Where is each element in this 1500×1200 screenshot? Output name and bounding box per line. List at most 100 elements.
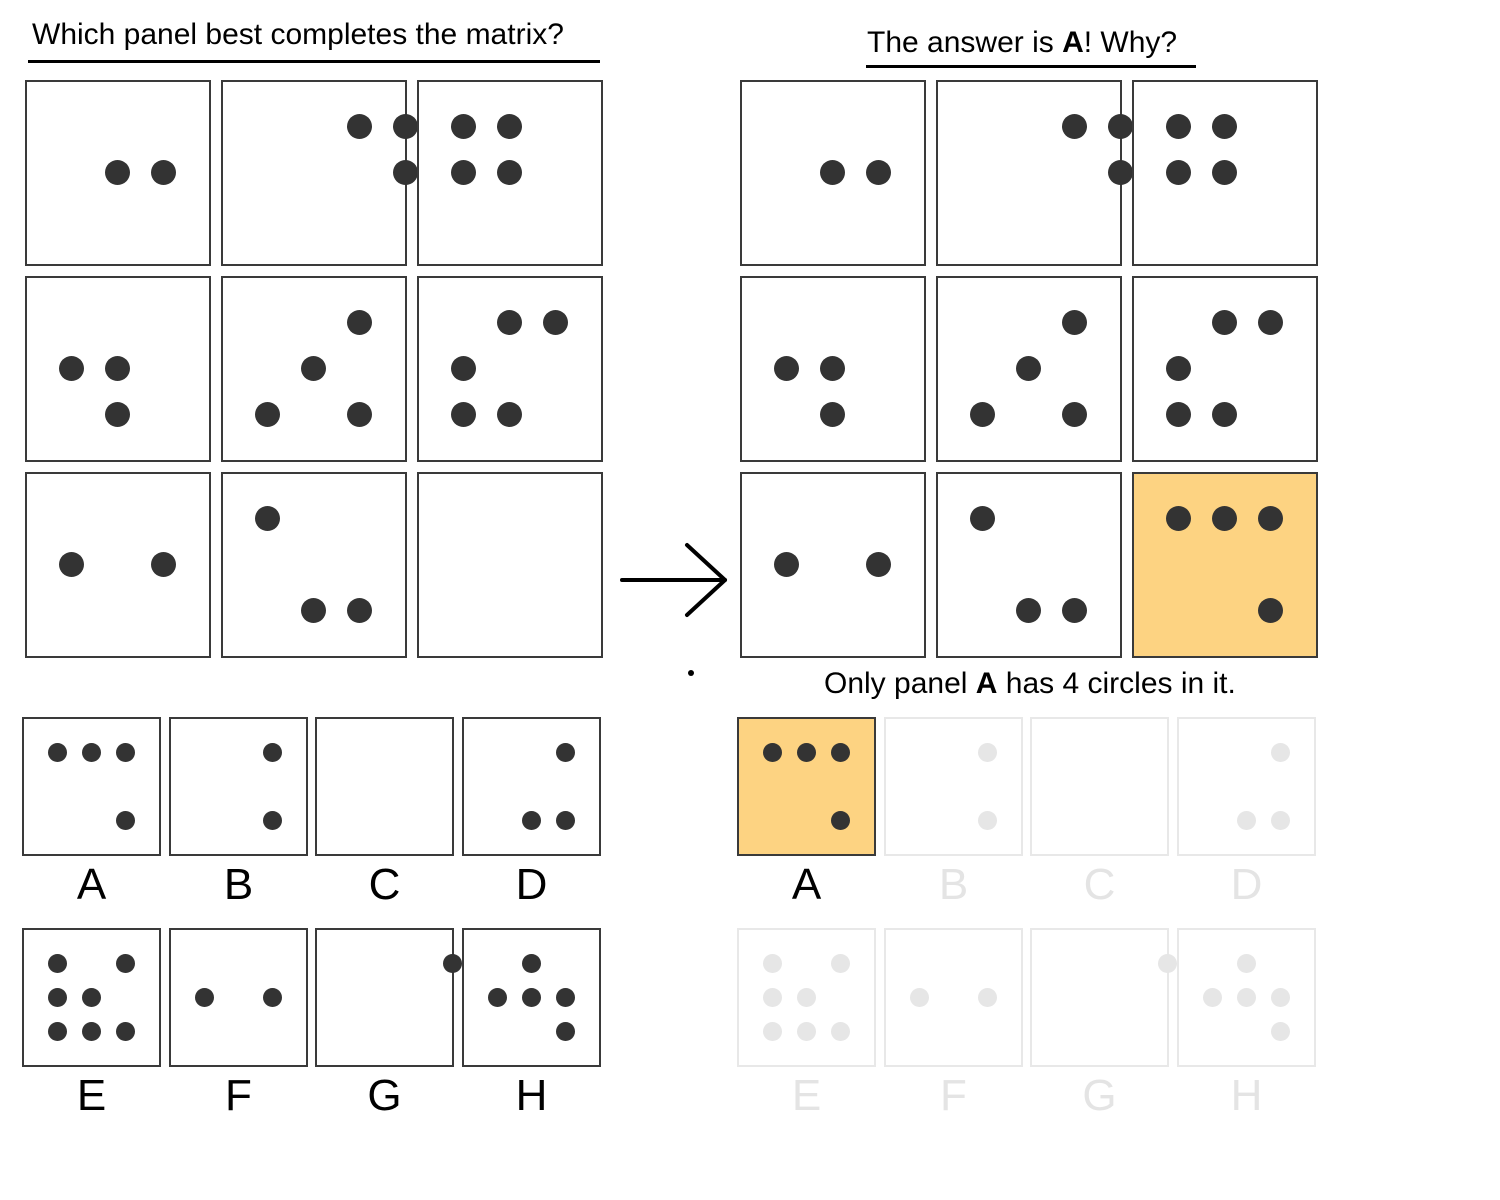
- circle-dot: [830, 810, 850, 830]
- right-option-g: [1030, 928, 1177, 1067]
- circle-dot: [969, 401, 995, 427]
- right-option-c: [1030, 717, 1169, 856]
- left-option-label-a: A: [76, 860, 107, 909]
- circle-dot: [1165, 401, 1191, 427]
- circle-dot: [47, 987, 67, 1007]
- right-option-label-d: D: [1230, 860, 1263, 909]
- circle-dot: [58, 551, 84, 577]
- right-matrix-cell-8: [936, 472, 1122, 658]
- circle-dot: [104, 159, 130, 185]
- circle-dot: [555, 1021, 575, 1041]
- right-option-d: [1177, 717, 1316, 856]
- circle-dot: [773, 551, 799, 577]
- circle-dot: [1165, 113, 1191, 139]
- circle-dot: [969, 505, 995, 531]
- arrow-right-icon: [620, 543, 727, 617]
- circle-dot: [1236, 810, 1256, 830]
- right-matrix-cell-1: [740, 80, 926, 266]
- circle-dot: [300, 597, 326, 623]
- circle-dot: [496, 113, 522, 139]
- circle-dot: [194, 987, 214, 1007]
- circle-dot: [830, 1021, 850, 1041]
- answer-letter: A: [1062, 26, 1084, 59]
- circle-dot: [1107, 113, 1133, 139]
- right-option-label-f: F: [940, 1071, 967, 1120]
- left-option-e: [22, 928, 161, 1067]
- left-option-label-f: F: [225, 1071, 252, 1120]
- right-option-a: [737, 717, 876, 856]
- circle-dot: [1211, 159, 1237, 185]
- left-matrix-cell-1: [25, 80, 211, 266]
- circle-dot: [346, 113, 372, 139]
- right-option-label-e: E: [791, 1071, 822, 1120]
- answer-heading: The answer is A! Why?: [867, 28, 1177, 58]
- circle-dot: [796, 1021, 816, 1041]
- circle-dot: [47, 1021, 67, 1041]
- circle-dot: [1236, 953, 1256, 973]
- circle-dot: [762, 987, 782, 1007]
- circle-dot: [47, 742, 67, 762]
- circle-dot: [442, 953, 462, 973]
- circle-dot: [150, 551, 176, 577]
- circle-dot: [521, 810, 541, 830]
- right-matrix-cell-9: [1132, 472, 1318, 658]
- circle-dot: [115, 1021, 135, 1041]
- circle-dot: [450, 355, 476, 381]
- circle-dot: [521, 953, 541, 973]
- answer-suffix: ! Why?: [1083, 26, 1178, 59]
- circle-dot: [1236, 987, 1256, 1007]
- explanation-prefix: Only panel: [824, 667, 976, 700]
- right-option-f: [884, 928, 1023, 1067]
- circle-dot: [1061, 401, 1087, 427]
- circle-dot: [254, 401, 280, 427]
- left-option-label-c: C: [368, 860, 401, 909]
- circle-dot: [977, 987, 997, 1007]
- explanation-caption: Only panel A has 4 circles in it.: [824, 669, 1236, 699]
- answer-prefix: The answer is: [867, 26, 1063, 59]
- circle-dot: [346, 597, 372, 623]
- circle-dot: [762, 1021, 782, 1041]
- circle-dot: [977, 810, 997, 830]
- circle-dot: [1107, 159, 1133, 185]
- circle-dot: [796, 987, 816, 1007]
- right-matrix-cell-5: [936, 276, 1122, 462]
- left-option-h: [462, 928, 601, 1067]
- circle-dot: [1270, 1021, 1290, 1041]
- stray-dot: [688, 670, 694, 676]
- circle-dot: [1061, 309, 1087, 335]
- left-option-label-d: D: [515, 860, 548, 909]
- left-matrix-cell-6: [417, 276, 603, 462]
- circle-dot: [1257, 309, 1283, 335]
- right-option-label-g: G: [1082, 1071, 1117, 1120]
- circle-dot: [555, 987, 575, 1007]
- left-option-label-h: H: [515, 1071, 548, 1120]
- circle-dot: [762, 953, 782, 973]
- circle-dot: [115, 810, 135, 830]
- circle-dot: [496, 401, 522, 427]
- circle-dot: [1211, 309, 1237, 335]
- left-matrix-cell-4: [25, 276, 211, 462]
- circle-dot: [773, 355, 799, 381]
- circle-dot: [81, 742, 101, 762]
- circle-dot: [1202, 987, 1222, 1007]
- circle-dot: [977, 742, 997, 762]
- right-option-label-a: A: [791, 860, 822, 909]
- circle-dot: [115, 953, 135, 973]
- circle-dot: [487, 987, 507, 1007]
- circle-dot: [1211, 401, 1237, 427]
- circle-dot: [104, 355, 130, 381]
- left-option-g: [315, 928, 462, 1067]
- circle-dot: [450, 401, 476, 427]
- left-matrix-cell-7: [25, 472, 211, 658]
- circle-dot: [555, 810, 575, 830]
- circle-dot: [555, 742, 575, 762]
- circle-dot: [819, 401, 845, 427]
- right-option-label-c: C: [1083, 860, 1116, 909]
- question-underline: [28, 60, 600, 63]
- circle-dot: [262, 810, 282, 830]
- left-matrix-cell-3: [417, 80, 603, 266]
- circle-dot: [392, 113, 418, 139]
- circle-dot: [254, 505, 280, 531]
- left-option-f: [169, 928, 308, 1067]
